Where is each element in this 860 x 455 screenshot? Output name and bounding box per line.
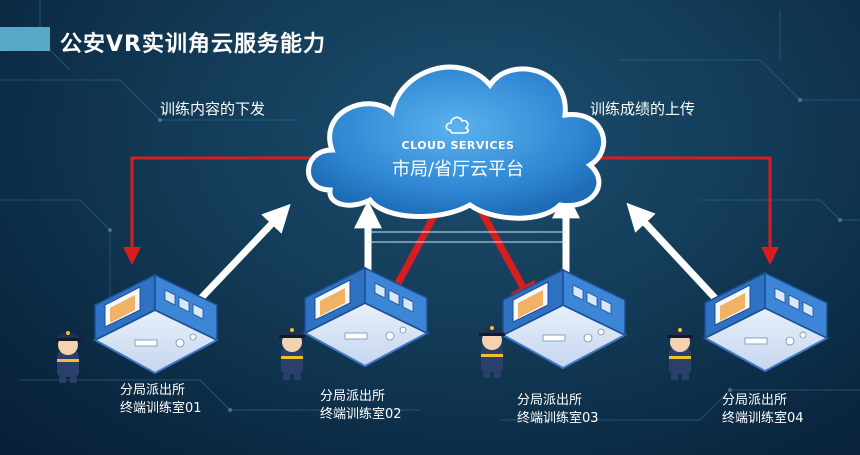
police-officer-icon	[667, 328, 693, 380]
title-accent-bar	[0, 27, 50, 51]
cloud-shape	[306, 64, 607, 221]
training-room-1	[92, 273, 220, 375]
white-arrows	[183, 190, 731, 317]
station-line2: 终端训练室01	[120, 401, 202, 416]
training-room-4	[702, 271, 830, 373]
training-room-2	[302, 266, 430, 368]
background-dots	[108, 98, 842, 412]
cloud-platform-label: 市局/省厅云平台	[391, 159, 525, 180]
station-line2: 终端训练室02	[320, 407, 402, 422]
station-label-01: 分局派出所 终端训练室01	[120, 382, 202, 418]
station-label-04: 分局派出所 终端训练室04	[722, 392, 804, 428]
page-title: 公安VR实训角云服务能力	[60, 32, 326, 57]
station-label-02: 分局派出所 终端训练室02	[320, 388, 402, 424]
station-line1: 分局派出所	[517, 393, 583, 408]
station-line2: 终端训练室03	[517, 411, 599, 426]
police-officer-icon	[55, 331, 81, 383]
cloud-glow-lines	[368, 231, 566, 243]
station-line2: 终端训练室04	[722, 411, 804, 426]
background-circuit	[0, 0, 860, 421]
cloud-icon	[445, 116, 469, 134]
station-label-03: 分局派出所 终端训练室03	[517, 392, 599, 428]
station-line1: 分局派出所	[722, 393, 788, 408]
label-upload: 训练成绩的上传	[590, 100, 696, 118]
training-room-3	[500, 268, 628, 370]
police-officer-icon	[479, 326, 505, 378]
station-line1: 分局派出所	[120, 383, 186, 398]
label-distribute: 训练内容的下发	[160, 100, 266, 118]
police-officer-icon	[279, 328, 305, 380]
station-line1: 分局派出所	[320, 389, 386, 404]
red-distribution-links	[123, 156, 779, 265]
cloud-services-label: CLOUD SERVICES	[401, 139, 515, 152]
